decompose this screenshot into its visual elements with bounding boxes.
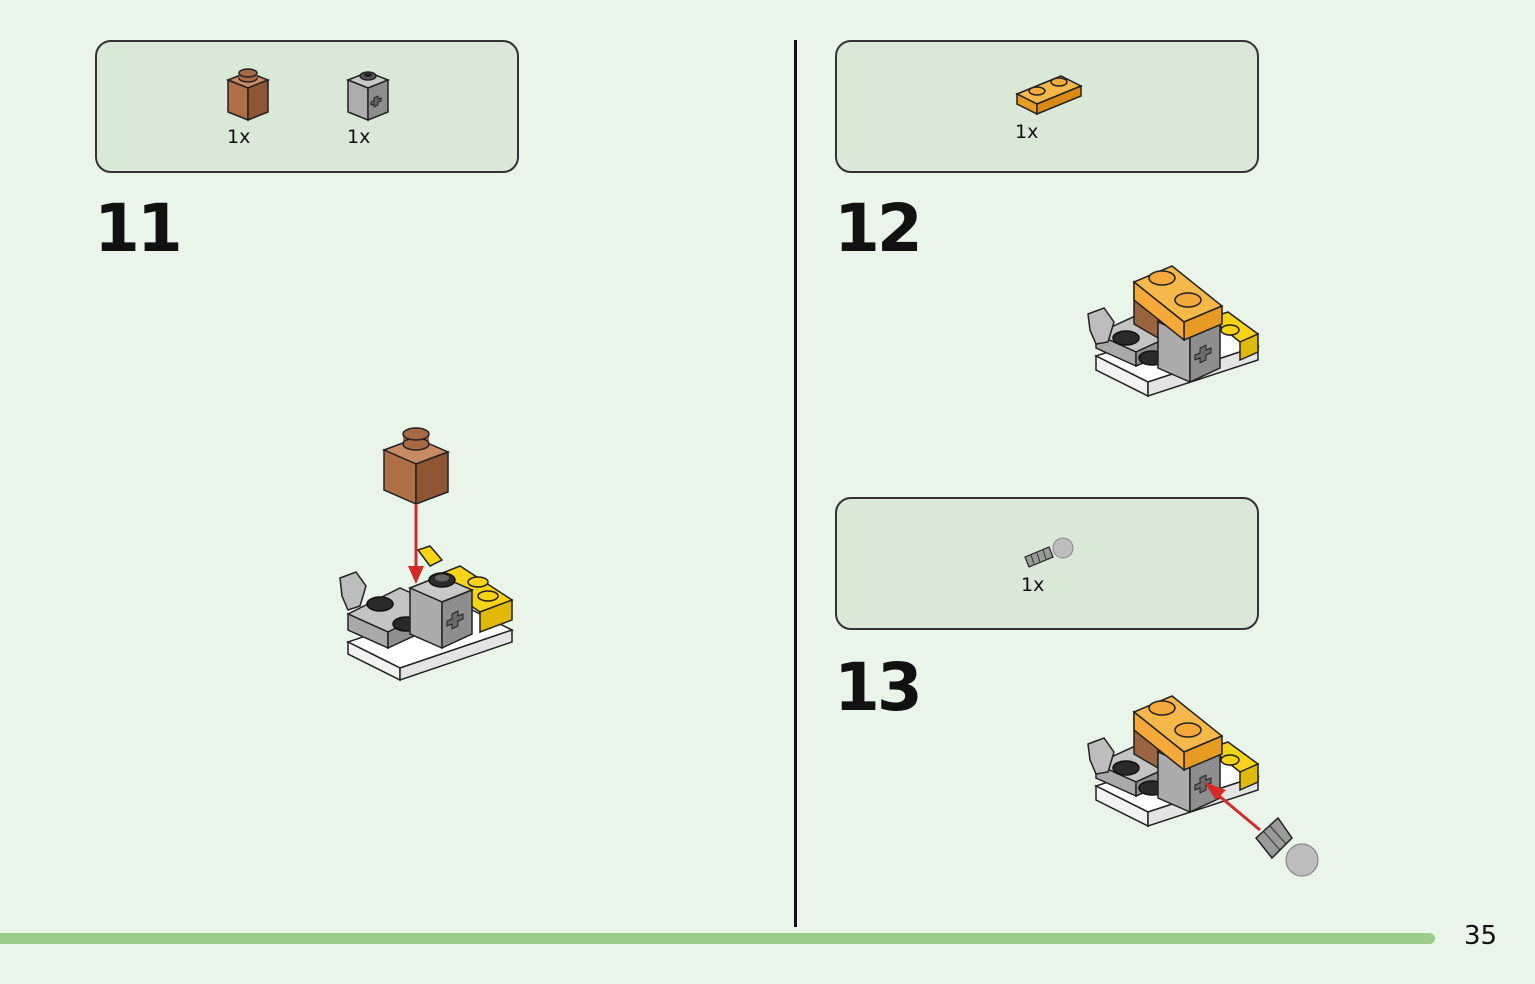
step-13-parts-box: 1x [835, 497, 1259, 630]
gray-technic-axle-brick-icon [345, 71, 391, 122]
step-11-assembly-illustration [339, 427, 514, 682]
orange-1x2-plate-icon [1015, 75, 1083, 116]
step-11-part-1-qty: 1x [227, 126, 251, 148]
step-12-number: 12 [834, 190, 923, 267]
progress-bar [0, 933, 1435, 944]
step-12-part-1-qty: 1x [1015, 121, 1039, 143]
step-12-assembly-illustration [1087, 265, 1260, 398]
page-number: 35 [1464, 921, 1498, 951]
step-12-parts-box: 1x [835, 40, 1259, 173]
step-11-number: 11 [94, 190, 183, 267]
brown-1x1-brick-icon [225, 68, 271, 122]
step-11-parts-box: 1x 1x [95, 40, 519, 173]
step-13-part-1-qty: 1x [1021, 574, 1045, 596]
step-13-number: 13 [834, 649, 923, 726]
step-11-part-2-qty: 1x [347, 126, 371, 148]
gray-ball-joint-pin-icon [1024, 537, 1074, 568]
page-divider [794, 40, 797, 927]
step-13-assembly-illustration [1087, 695, 1319, 877]
